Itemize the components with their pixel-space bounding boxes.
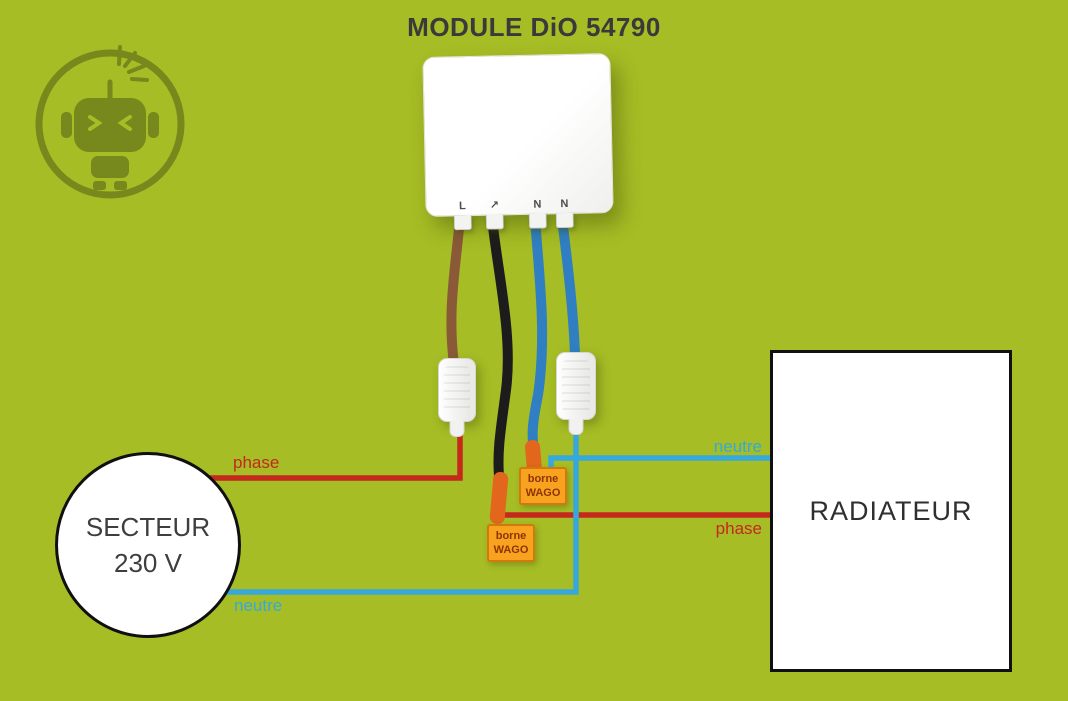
black-wire: [487, 213, 513, 481]
cable-connector-tip: [568, 419, 584, 435]
phase-label-right: phase: [715, 519, 762, 538]
wago-label-line1: borne: [527, 473, 559, 485]
terminal-connector: [453, 214, 472, 231]
brown-wire: [446, 213, 465, 369]
cable-connector-tip: [449, 421, 465, 437]
blue-wire-1: [527, 213, 548, 457]
terminal-connector: [528, 213, 547, 229]
mascot-logo-icon: [35, 45, 185, 199]
cable-connector-left: [438, 358, 476, 437]
terminal-connector: [485, 214, 504, 230]
secteur-source: SECTEUR 230 V: [55, 452, 241, 638]
phase-label-left: phase: [233, 453, 280, 472]
radiateur-label: RADIATEUR: [809, 495, 973, 526]
wago-tip-black: [489, 472, 509, 524]
terminal-label-l: L: [458, 200, 466, 213]
cable-connector-right: [556, 352, 596, 435]
secteur-voltage: 230 V: [114, 547, 182, 578]
neutre-label-right: neutre: [713, 437, 762, 456]
neutre-wire-left: [222, 430, 579, 595]
neutre-wire-right: [548, 455, 790, 471]
wago-label-line2: WAGO: [493, 544, 529, 557]
phase-wire-left: [200, 432, 463, 481]
dio-module: L ↗ N N: [422, 53, 614, 231]
diagram-title: MODULE DiO 54790: [407, 12, 661, 42]
terminal-label-n1: N: [533, 198, 542, 211]
wago-terminal-lower: borne WAGO: [487, 524, 535, 562]
blue-wire-2: [557, 213, 580, 359]
terminal-label-n2: N: [560, 197, 569, 211]
wago-label-line2: WAGO: [525, 487, 561, 500]
wago-terminal-upper: borne WAGO: [519, 467, 567, 505]
radiateur-box: RADIATEUR: [770, 350, 1012, 672]
terminal-connector: [555, 212, 574, 229]
neutre-label-left: neutre: [234, 596, 283, 615]
wago-label-line1: borne: [495, 530, 527, 542]
secteur-label: SECTEUR: [85, 511, 211, 542]
terminal-label-switched-live: ↗: [489, 199, 500, 212]
